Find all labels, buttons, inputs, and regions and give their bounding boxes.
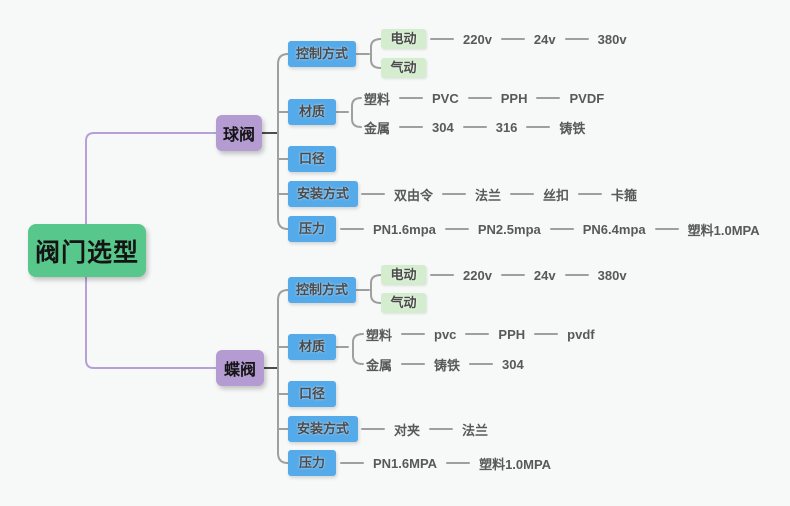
chain-item[interactable]: 塑料1.0MPA	[687, 222, 760, 238]
chain-item[interactable]: PVDF	[569, 90, 605, 106]
chain-item[interactable]: 380v	[597, 267, 627, 283]
chain-item[interactable]: PPH	[498, 326, 526, 342]
chain-item[interactable]: 对夹	[394, 422, 421, 438]
line-segment	[500, 38, 525, 40]
chain-ball-pressure: PN1.6mpa PN2.5mpa PN6.4mpa 塑料1.0MPA	[340, 219, 760, 239]
connector-butterfly-material-fork	[352, 333, 364, 365]
chain-item[interactable]: pvdf	[567, 326, 595, 342]
topic-butterfly-control-method[interactable]: 控制方式	[288, 277, 356, 303]
chain-head[interactable]: 塑料	[366, 327, 393, 343]
line-segment	[564, 38, 589, 40]
chain-item[interactable]: PN2.5mpa	[477, 221, 541, 237]
line-segment	[401, 333, 426, 335]
branch-node-butterfly-valve[interactable]: 蝶阀	[216, 350, 264, 386]
chain-item[interactable]: 304	[502, 356, 524, 372]
chain-item[interactable]: 卡箍	[611, 187, 638, 203]
chain-ball-install: 双由令 法兰 丝扣 卡箍	[361, 184, 637, 204]
line-segment	[534, 333, 559, 335]
leaf-ball-pneumatic[interactable]: 气动	[381, 58, 426, 78]
chain-item[interactable]: PPH	[500, 90, 528, 106]
line-segment	[510, 193, 535, 195]
line-segment	[469, 363, 494, 365]
topic-butterfly-install-method[interactable]: 安装方式	[288, 416, 358, 442]
topic-butterfly-pressure[interactable]: 压力	[288, 450, 336, 476]
line-segment	[340, 228, 364, 230]
line-segment	[361, 193, 385, 195]
line-segment	[444, 228, 469, 230]
topic-ball-control-method[interactable]: 控制方式	[288, 41, 356, 67]
topic-butterfly-diameter[interactable]: 口径	[288, 381, 336, 407]
chain-item[interactable]: PN6.4mpa	[582, 221, 646, 237]
chain-item[interactable]: 24v	[533, 31, 556, 47]
chain-item[interactable]: 双由令	[394, 187, 434, 203]
chain-item[interactable]: PN1.6MPA	[373, 455, 438, 471]
leaf-ball-electric[interactable]: 电动	[381, 29, 426, 49]
chain-butterfly-install: 对夹 法兰	[361, 419, 488, 439]
connector-root-to-butterfly-valve	[85, 251, 217, 369]
connector-root-to-ball-valve	[85, 132, 217, 253]
line-segment	[446, 462, 471, 464]
chain-item[interactable]: 220v	[463, 31, 492, 47]
chain-head[interactable]: 金属	[364, 120, 391, 136]
topic-butterfly-material[interactable]: 材质	[288, 334, 336, 360]
connector-ball-control-fork	[370, 38, 382, 69]
line-segment	[654, 228, 679, 230]
chain-item[interactable]: 304	[432, 119, 454, 135]
line-segment	[465, 333, 490, 335]
chain-ball-plastic: 塑料 PVC PPH PVDF	[364, 88, 604, 108]
chain-item[interactable]: 铸铁	[559, 120, 586, 136]
line-segment	[361, 428, 385, 430]
line-segment	[442, 193, 467, 195]
topic-ball-install-method[interactable]: 安装方式	[288, 181, 358, 207]
line-segment	[430, 274, 454, 276]
connector-ball-valve-spine	[277, 53, 289, 230]
chain-item[interactable]: 380v	[597, 31, 627, 47]
chain-item[interactable]: 塑料1.0MPA	[479, 456, 552, 472]
chain-item[interactable]: 316	[495, 119, 518, 135]
topic-ball-diameter[interactable]: 口径	[288, 146, 336, 172]
chain-butterfly-plastic: 塑料 pvc PPH pvdf	[366, 324, 595, 344]
line-segment	[399, 126, 424, 128]
chain-butterfly-metal: 金属 铸铁 304	[366, 354, 524, 374]
chain-item[interactable]: 24v	[533, 267, 556, 283]
topic-ball-pressure[interactable]: 压力	[288, 216, 336, 242]
chain-item[interactable]: 220v	[463, 267, 492, 283]
branch-node-ball-valve[interactable]: 球阀	[216, 115, 262, 151]
chain-ball-electric-voltages: 220v 24v 380v	[430, 29, 627, 49]
connector-ball-material-fork	[351, 97, 362, 128]
topic-ball-material[interactable]: 材质	[288, 99, 336, 125]
chain-item[interactable]: pvc	[434, 326, 457, 342]
chain-head[interactable]: 塑料	[364, 91, 391, 107]
line-segment	[526, 126, 551, 128]
chain-butterfly-pressure: PN1.6MPA 塑料1.0MPA	[340, 453, 551, 473]
line-segment	[467, 97, 492, 99]
line-segment	[399, 97, 424, 99]
line-segment	[578, 193, 603, 195]
line-segment	[462, 126, 487, 128]
leaf-butterfly-electric[interactable]: 电动	[381, 265, 426, 285]
chain-ball-metal: 金属 304 316 铸铁	[364, 117, 585, 137]
chain-item[interactable]: PVC	[432, 90, 459, 106]
connector-butterfly-control-fork	[370, 274, 382, 304]
line-segment	[430, 38, 454, 40]
line-segment	[429, 428, 454, 430]
chain-item[interactable]: 法兰	[475, 187, 502, 203]
chain-butterfly-electric-voltages: 220v 24v 380v	[430, 265, 627, 285]
chain-item[interactable]: 丝扣	[543, 187, 570, 203]
leaf-butterfly-pneumatic[interactable]: 气动	[381, 293, 426, 313]
chain-head[interactable]: 金属	[366, 357, 393, 373]
line-segment	[564, 274, 589, 276]
line-segment	[340, 462, 364, 464]
line-segment	[500, 274, 525, 276]
chain-item[interactable]: PN1.6mpa	[373, 221, 436, 237]
root-node[interactable]: 阀门选型	[28, 224, 146, 277]
line-segment	[401, 363, 426, 365]
connector-butterfly-valve-spine	[277, 289, 289, 464]
line-segment	[549, 228, 574, 230]
line-segment	[536, 97, 561, 99]
chain-item[interactable]: 铸铁	[434, 357, 461, 373]
chain-item[interactable]: 法兰	[462, 422, 489, 438]
